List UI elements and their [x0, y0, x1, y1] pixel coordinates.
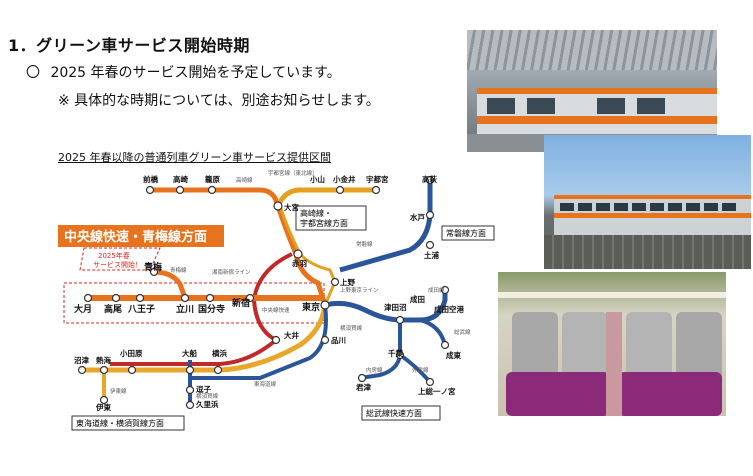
label-shonan-shinjuku: 湘南新宿ライン [212, 268, 251, 276]
station-koganei: 小金井 [333, 174, 356, 184]
label-joban-line: 常磐線 [356, 240, 373, 248]
station-tsudanuma: 津田沼 [384, 302, 407, 312]
station-takahagi: 高萩 [422, 174, 437, 184]
double-deck-train-icon [544, 135, 751, 269]
label-ueno-tokyo: 上野東京ライン [340, 286, 379, 294]
label-oume-line: 青梅線 [170, 266, 187, 274]
label-tokaido-line: 東海道線 [254, 380, 277, 388]
page-title: 1．グリーン車サービス開始時期 [8, 36, 250, 55]
group-tokaido-label: 東海道線・横須賀線方面 [76, 418, 164, 428]
station-ofuna: 大船 [182, 348, 197, 358]
label-sobu-line: 総武線 [454, 328, 471, 336]
group-joban-box [441, 225, 495, 241]
station-kokubunji: 国分寺 [198, 303, 225, 315]
badge-line1: 2025年春 [98, 251, 130, 260]
bullet-item: 〇 2025 年春のサービス開始を予定しています。 [26, 62, 341, 82]
naruto-line-path [419, 318, 447, 346]
label-yokosuka-sobu: 横須賀線 [340, 324, 363, 332]
station-naruto: 成東 [446, 350, 461, 360]
label-ito-line: 伊東線 [110, 387, 127, 395]
station-odawara: 小田原 [120, 348, 143, 358]
station-otsuki: 大月 [74, 303, 92, 315]
station-atami: 熱海 [96, 355, 111, 365]
station-yokohama: 横浜 [212, 348, 227, 358]
chuo-label-box [58, 225, 224, 247]
label-uchibo-line: 内房線 [366, 366, 383, 374]
label-chuo-rapid: 中央線快速 [262, 306, 290, 314]
group-sobu-label: 総武線快速方面 [366, 408, 422, 418]
badge-line2: サービス開始！ [93, 260, 142, 269]
badge-box [79, 247, 161, 271]
shonan-lower-path [110, 338, 278, 366]
station-numazu: 沼津 [74, 355, 89, 365]
station-akabane: 赤羽 [292, 258, 307, 268]
station-kazusaichinomiya: 上総一ノ宮 [418, 386, 456, 396]
station-chiba: 千葉 [388, 348, 403, 358]
station-takao: 高尾 [104, 303, 122, 315]
ueno-tokyo-path [298, 252, 337, 306]
station-narita: 成田 [410, 294, 425, 304]
circle-bullet-icon: 〇 [26, 65, 40, 81]
station-naritakuko: 成田空港 [434, 304, 464, 314]
station-takasaki: 高崎 [173, 174, 188, 184]
station-kagohara: 籠原 [204, 174, 220, 184]
label-utsunomiya-line: 宇都宮線（東北線） [268, 169, 318, 177]
station-tsuchiura: 土浦 [424, 250, 439, 260]
station-mito: 水戸 [410, 212, 425, 222]
station-omiya: 大宮 [284, 202, 299, 212]
station-utsunomiya: 宇都宮 [366, 174, 389, 184]
chuo-dashed-box [63, 282, 325, 324]
group-tokaido-box [71, 415, 185, 431]
sobu-line-path [324, 290, 448, 323]
group-sobu-box [361, 405, 441, 421]
group-takasaki-line1: 高崎線・ [300, 208, 332, 218]
platform-train-icon [467, 30, 717, 152]
note-text: ※ 具体的な時期については、別途お知らせします。 [58, 93, 380, 109]
yokosuka-line-path [190, 304, 328, 380]
chuo-label: 中央線快速・青梅線方面 [64, 229, 207, 245]
station-shinagawa: 品川 [331, 336, 346, 345]
label-yokosuka-line: 横須賀線 [196, 392, 219, 400]
station-tachikawa: 立川 [176, 303, 194, 315]
label-takasaki-line: 高崎線 [236, 176, 253, 184]
station-oi: 大井 [284, 330, 299, 340]
station-shinjuku: 新宿 [232, 297, 250, 309]
map-title: 2025 年春以降の普通列車グリーン車サービス提供区間 [58, 151, 331, 164]
station-ueno: 上野 [340, 277, 355, 287]
group-takasaki-box [295, 205, 367, 231]
group-takasaki-line2: 宇都宮線方面 [300, 218, 348, 228]
takasaki-line-path [150, 187, 281, 207]
station-kurihama: 久里浜 [195, 399, 219, 409]
station-oume: 青梅 [144, 261, 162, 273]
station-hachioji: 八王子 [127, 304, 155, 315]
label-narita-line: 成田線 [428, 286, 445, 294]
station-kimitsu: 君津 [355, 382, 371, 392]
oume-line-path [153, 269, 188, 299]
label-sotobo-line: 外房線 [412, 366, 429, 374]
station-maebashi: 前橋 [143, 174, 158, 184]
station-zushi: 逗子 [196, 385, 211, 394]
station-ito: 伊東 [95, 402, 111, 412]
group-joban-label: 常磐線方面 [446, 228, 486, 238]
omiya-akabane-path [275, 205, 299, 255]
bullet-text: 2025 年春のサービス開始を予定しています。 [50, 65, 341, 81]
station-oyama: 小山 [310, 174, 325, 184]
green-car-interior-icon [498, 272, 726, 416]
tokaido-line-path [82, 304, 328, 373]
station-tokyo: 東京 [302, 301, 320, 313]
